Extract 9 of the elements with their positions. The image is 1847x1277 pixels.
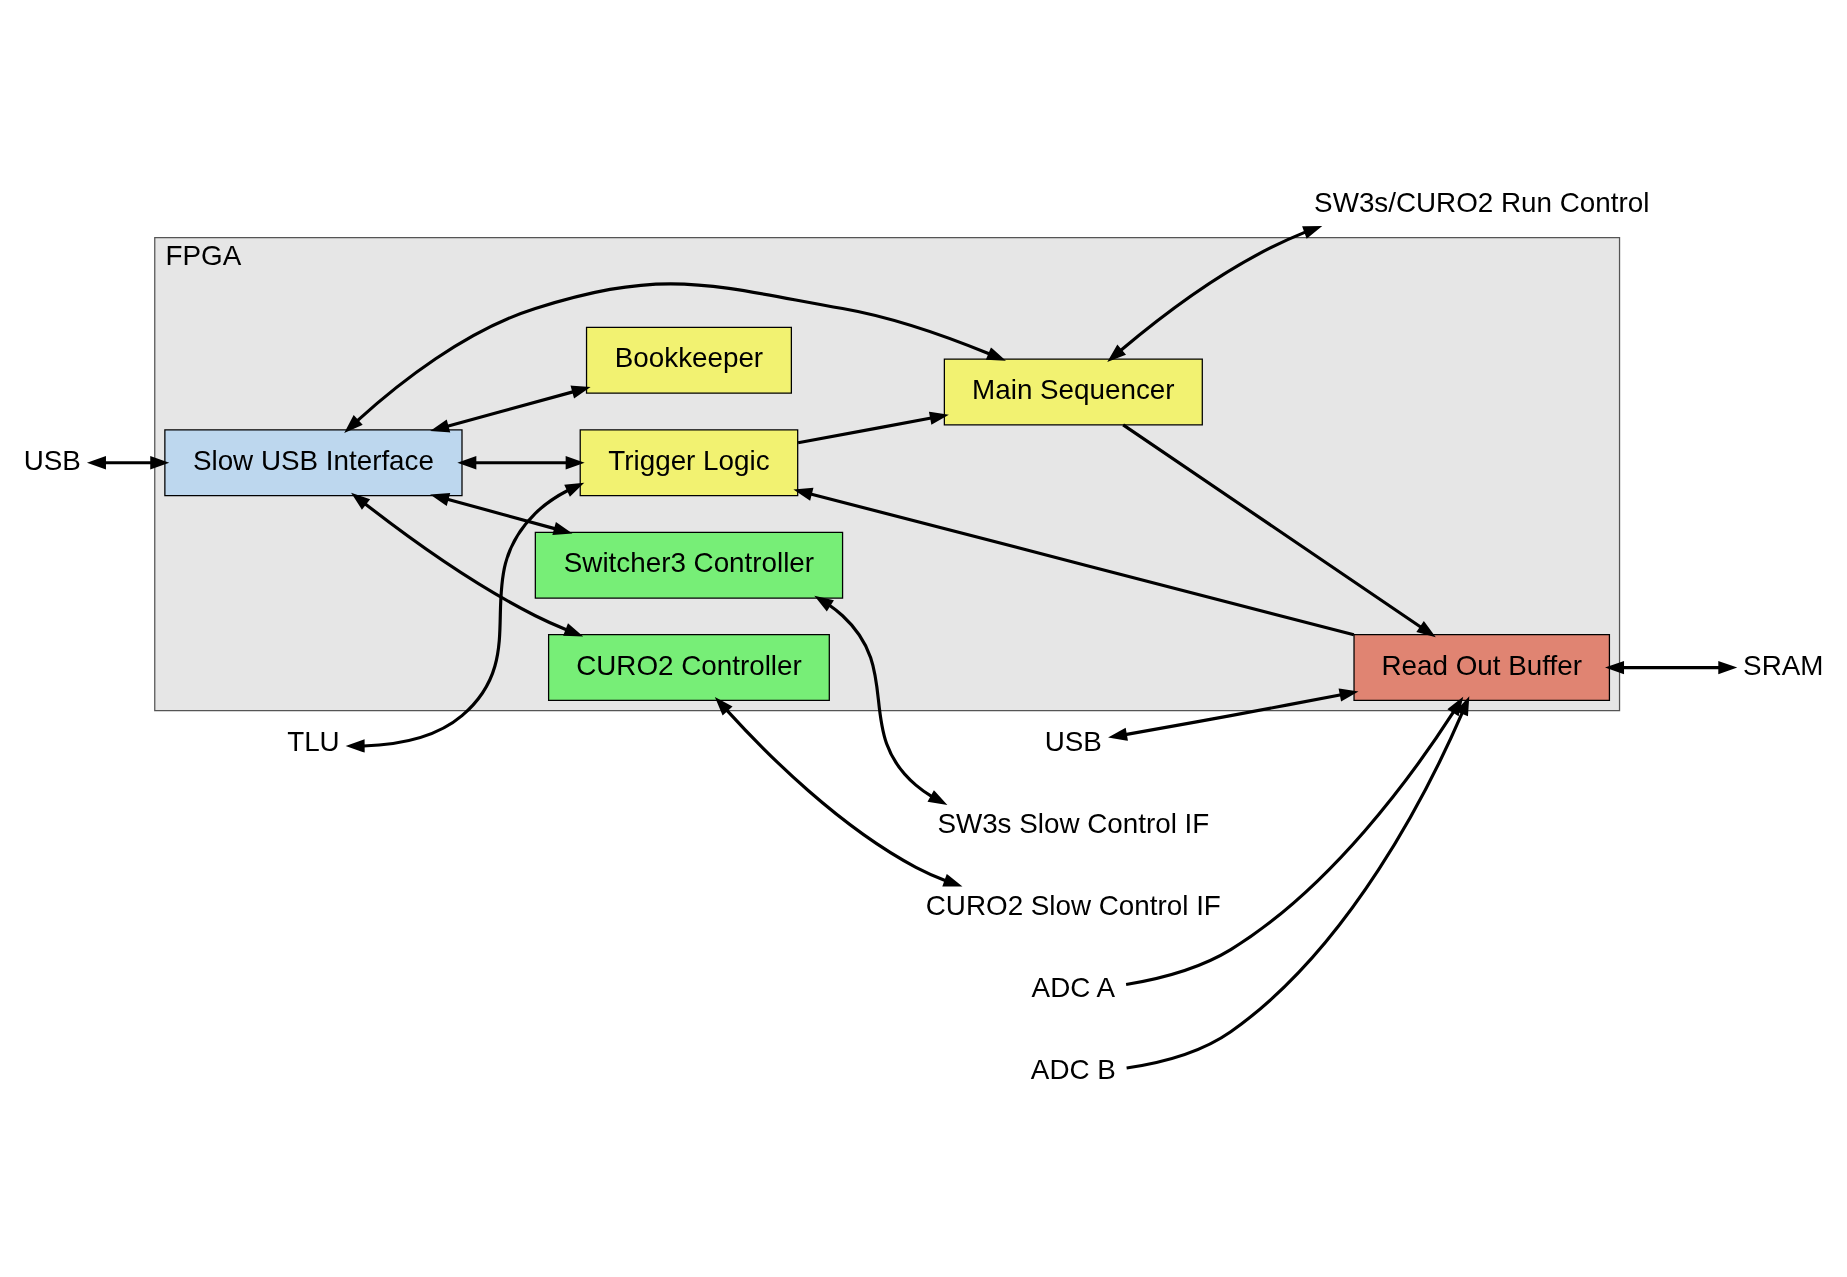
node-text: SW3s/CURO2 Run Control	[1314, 186, 1650, 218]
node-text: ADC A	[1031, 972, 1116, 1004]
node-text: USB	[23, 444, 81, 476]
node-text: SW3s Slow Control IF	[937, 807, 1210, 839]
node-text: CURO2 Slow Control IF	[925, 889, 1221, 921]
node-text: SRAM	[1743, 649, 1824, 681]
node-text: ADC B	[1030, 1054, 1116, 1086]
node-text: USB	[1044, 725, 1102, 757]
node-text: TLU	[287, 725, 340, 757]
